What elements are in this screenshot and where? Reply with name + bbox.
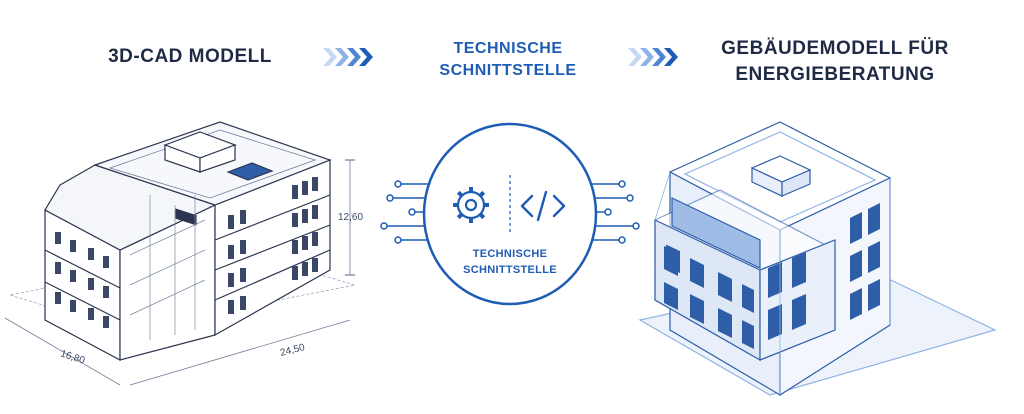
interface-node xyxy=(380,122,640,306)
chevron-right-icon xyxy=(347,48,361,66)
interface-title-line2: SCHNITTSTELLE xyxy=(439,62,577,79)
chevron-right-icon xyxy=(628,48,642,66)
dimension-height-label: 12,60 xyxy=(338,212,364,223)
interface-label-line1: TECHNISCHE xyxy=(472,248,548,260)
flow-arrow-right xyxy=(628,48,678,66)
chevron-right-icon xyxy=(640,48,654,66)
chevron-right-icon xyxy=(323,48,337,66)
chevron-right-icon xyxy=(359,48,373,66)
connector-lines-right xyxy=(592,180,640,244)
energy-model-title-line2: ENERGIEBERATUNG xyxy=(735,64,935,85)
chevron-right-icon xyxy=(664,48,678,66)
cad-building-drawing xyxy=(4,121,356,386)
chevron-right-icon xyxy=(335,48,349,66)
interface-label: TECHNISCHE SCHNITTSTELLE xyxy=(430,246,590,278)
connector-lines-left xyxy=(380,180,428,244)
energy-building-model xyxy=(638,121,997,397)
chevron-right-icon xyxy=(652,48,666,66)
flow-arrow-left xyxy=(323,48,373,66)
code-icon xyxy=(520,190,566,222)
gear-icon xyxy=(453,187,489,223)
energy-model-title-line1: GEBÄUDEMODELL FÜR xyxy=(721,38,949,59)
interface-title: TECHNISCHE SCHNITTSTELLE xyxy=(410,38,606,82)
interface-label-line2: SCHNITTSTELLE xyxy=(463,264,557,276)
cad-model-title: 3D-CAD MODELL xyxy=(108,46,272,67)
interface-title-line1: TECHNISCHE xyxy=(453,40,563,57)
energy-model-title: GEBÄUDEMODELL FÜR ENERGIEBERATUNG xyxy=(695,36,975,88)
